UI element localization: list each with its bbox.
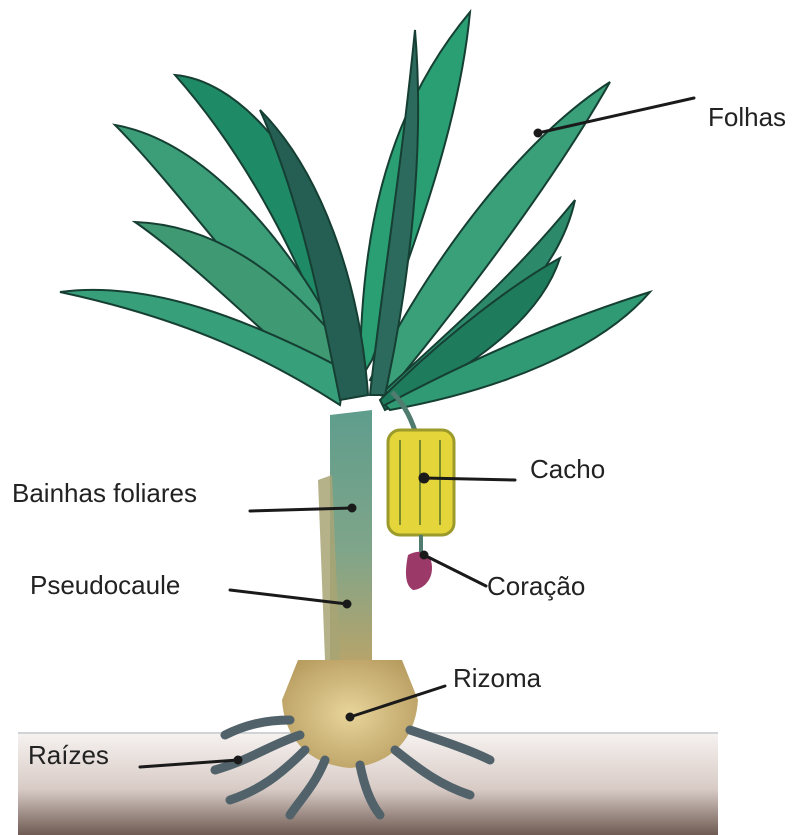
leader-folhas (538, 98, 694, 133)
label-rizoma: Rizoma (453, 665, 541, 691)
label-folhas: Folhas (708, 104, 786, 130)
label-raizes: Raízes (28, 742, 109, 768)
label-coracao: Coração (487, 573, 585, 599)
leader-cacho (424, 478, 515, 480)
leaves (60, 12, 650, 410)
leader-coracao (424, 555, 486, 586)
label-cacho: Cacho (530, 456, 605, 482)
label-pseudocaule: Pseudocaule (30, 572, 180, 598)
label-bainhas-foliares: Bainhas foliares (12, 480, 197, 506)
